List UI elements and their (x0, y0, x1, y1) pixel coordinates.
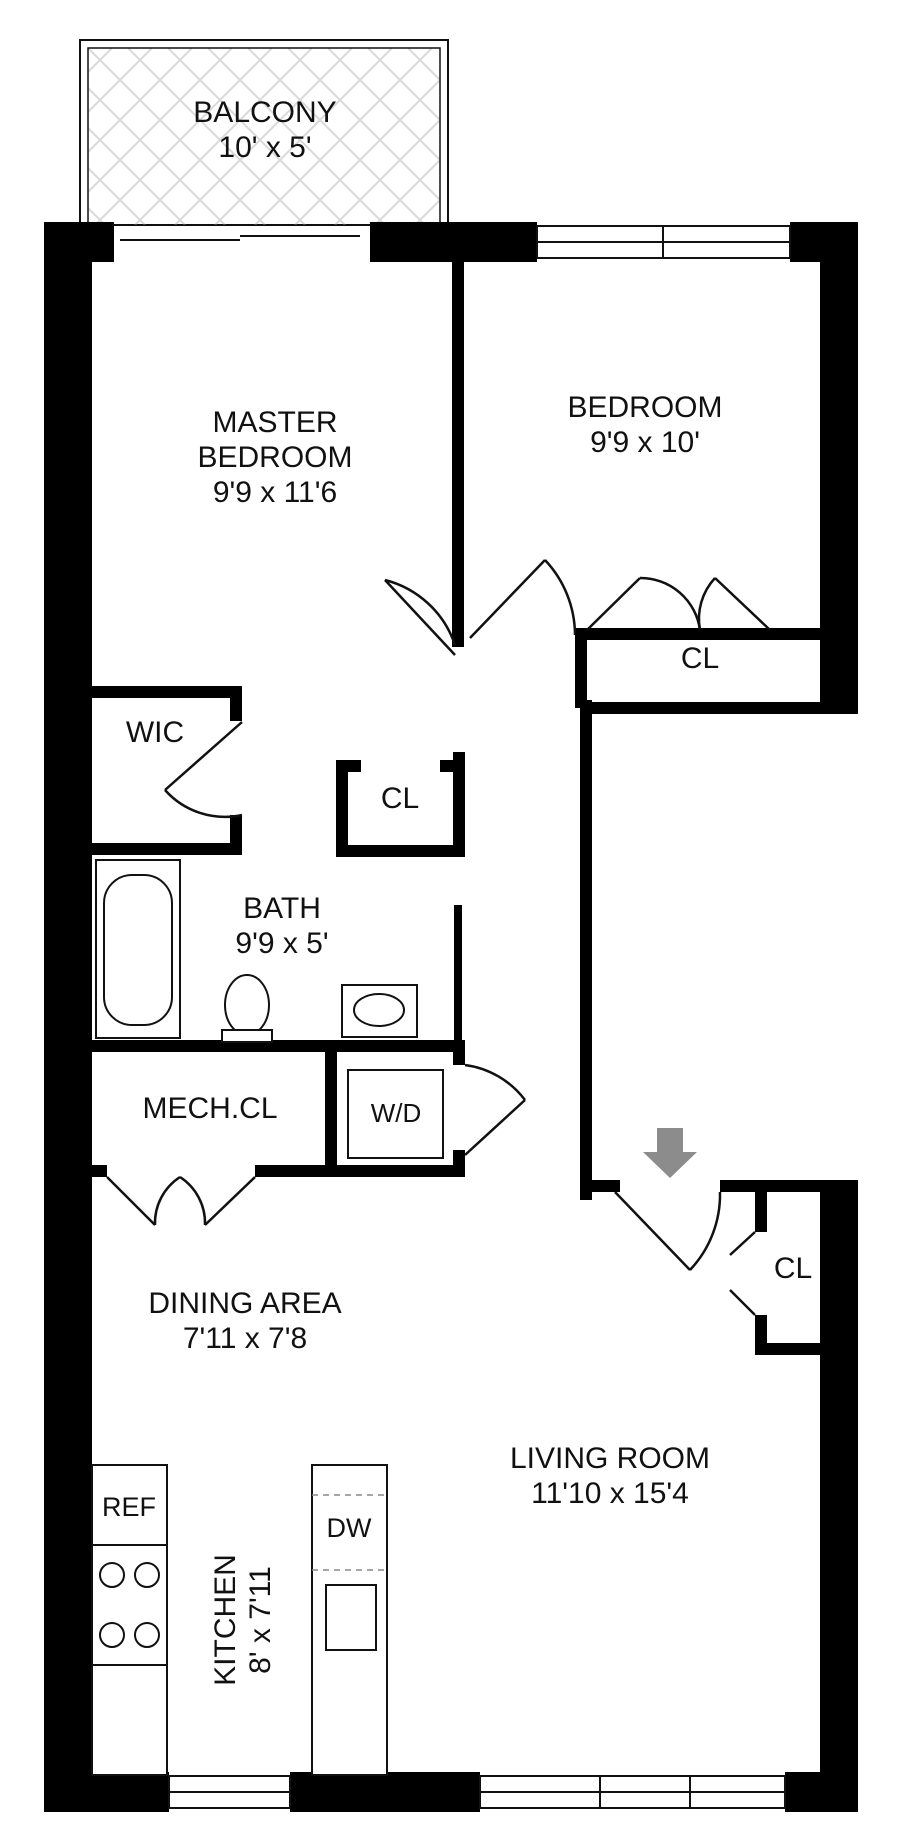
exterior-walls (44, 222, 858, 1812)
living-room-name: LIVING ROOM (510, 1442, 710, 1475)
washer-dryer-unit (347, 1069, 444, 1159)
balcony (79, 39, 449, 226)
interior-walls (92, 262, 837, 1355)
dining-area-name: DINING AREA (148, 1287, 341, 1320)
entry-arrow (643, 1128, 697, 1178)
bath-size: 9'9 x 5' (235, 927, 328, 960)
door-swings (106, 559, 771, 1316)
balcony-size: 10' x 5' (218, 131, 311, 164)
entry-closet-label: CL (774, 1252, 812, 1285)
balcony-name: BALCONY (193, 96, 336, 129)
kitchen-size: 8' x 7'11 (244, 1566, 277, 1674)
wic-label: WIC (126, 716, 184, 749)
bath-fixtures (95, 859, 418, 1043)
master-closet-label: CL (381, 782, 419, 815)
washer-dryer-label: W/D (371, 1098, 422, 1128)
dining-area-size: 7'11 x 7'8 (183, 1322, 307, 1355)
living-room-size: 11'10 x 15'4 (531, 1477, 689, 1510)
dishwasher-outline (312, 1494, 387, 1571)
mech-closet-label: MECH.CL (142, 1092, 277, 1125)
bedroom-name: BEDROOM (567, 391, 722, 424)
bedroom-size: 9'9 x 10' (590, 426, 700, 459)
master-bedroom-size: 9'9 x 11'6 (213, 476, 337, 509)
dishwasher-label: DW (327, 1513, 372, 1543)
kitchen-fixtures (91, 1464, 388, 1776)
balcony-sliding-door (120, 235, 360, 241)
kitchen-name: KITCHEN (209, 1554, 242, 1686)
refrigerator-label: REF (102, 1492, 156, 1522)
window-mullions (169, 226, 790, 1808)
master-bedroom-name-line2: BEDROOM (197, 441, 352, 474)
kitchen-label-group: KITCHEN 8' x 7'11 (209, 1554, 277, 1686)
master-bedroom-name-line1: MASTER (212, 406, 337, 439)
bedroom-closet-label: CL (681, 642, 719, 675)
bath-name: BATH (243, 892, 321, 925)
